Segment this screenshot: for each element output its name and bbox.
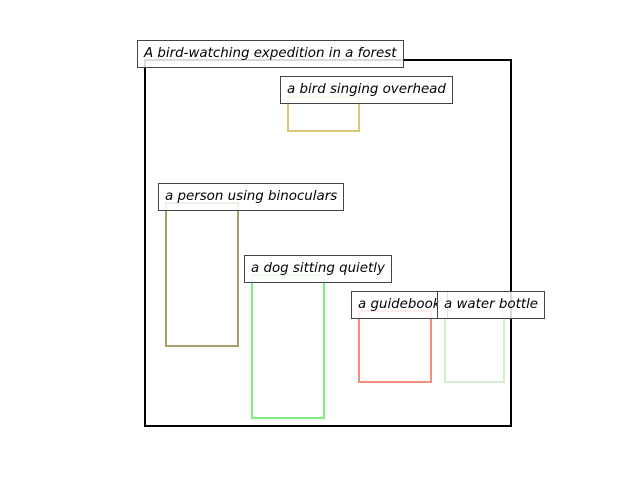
water-bottle-box: [444, 310, 505, 383]
guidebook-label: a guidebook: [351, 291, 448, 319]
guidebook-box: [358, 310, 432, 383]
water-bottle-label: a water bottle: [437, 291, 546, 319]
bird-label: a bird singing overhead: [280, 76, 453, 104]
scene-title: A bird-watching expedition in a forest: [137, 40, 404, 68]
dog-box: [251, 274, 325, 419]
person-box: [165, 202, 239, 347]
person-label: a person using binoculars: [158, 183, 345, 211]
dog-label: a dog sitting quietly: [244, 255, 392, 283]
